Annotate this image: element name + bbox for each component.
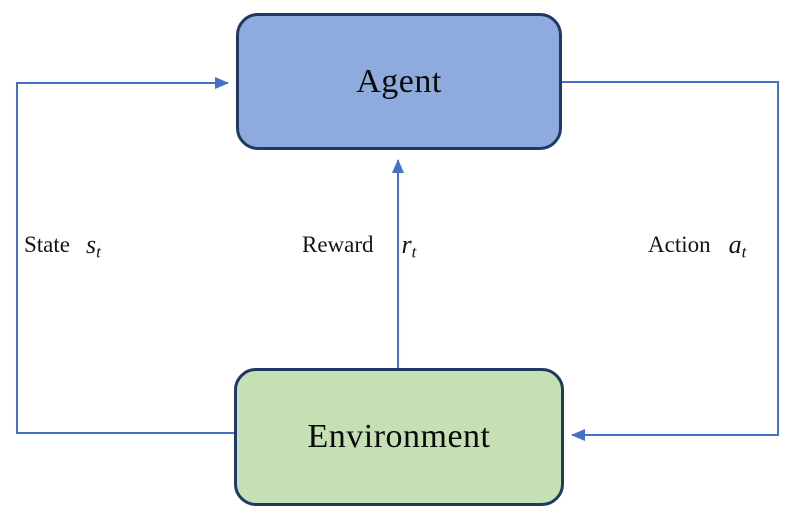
state-edge-label: State st xyxy=(24,228,101,262)
reward-symbol-letter: r xyxy=(401,230,412,259)
state-arrow xyxy=(16,77,236,434)
action-word: Action xyxy=(648,232,711,257)
action-edge-label: Action at xyxy=(648,228,746,262)
action-subscript: t xyxy=(741,242,747,262)
reward-subscript: t xyxy=(411,242,417,262)
state-symbol: st xyxy=(86,230,101,260)
agent-label: Agent xyxy=(356,62,442,100)
action-symbol: at xyxy=(729,230,747,260)
action-symbol-letter: a xyxy=(728,230,742,259)
reward-symbol: rt xyxy=(402,230,417,260)
environment-box: Environment xyxy=(234,368,564,506)
state-subscript: t xyxy=(96,242,101,262)
environment-label: Environment xyxy=(307,418,491,455)
action-arrow xyxy=(562,81,779,441)
state-symbol-letter: s xyxy=(86,230,97,259)
reward-edge-label: Reward rt xyxy=(302,228,416,262)
reward-word: Reward xyxy=(302,232,374,257)
agent-box: Agent xyxy=(236,13,562,150)
state-word: State xyxy=(24,232,70,257)
